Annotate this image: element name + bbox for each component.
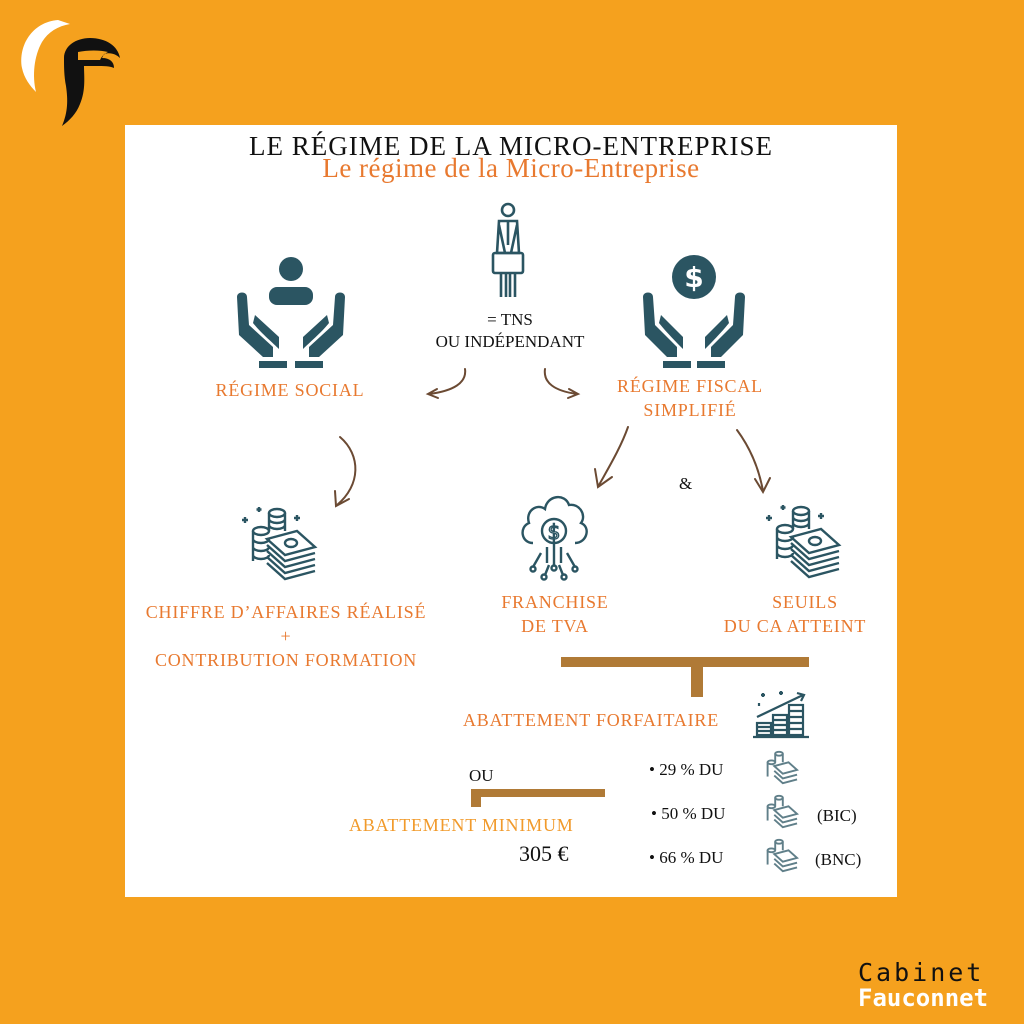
money-stack-coins-icon	[761, 499, 842, 588]
brand-name-line2: Fauconnet	[858, 984, 989, 1012]
seuils-label-line2: DU CA ATTEINT	[723, 616, 867, 636]
svg-text:$: $	[548, 520, 561, 544]
svg-text:$: $	[684, 261, 703, 294]
center-label-tns: = TNS	[487, 310, 533, 329]
money-stack-coins-icon	[759, 749, 800, 792]
hands-holding-dollar-icon: $	[639, 253, 749, 374]
rate-66-label: • 66 % DU	[649, 848, 724, 867]
franchise-label-line1: FRANCHISE	[501, 592, 609, 612]
money-stack-coins-icon	[237, 503, 318, 588]
and-connector: &	[679, 474, 693, 493]
falcon-f-logo-icon	[18, 16, 128, 136]
bic-tag: (BIC)	[817, 806, 857, 825]
hands-holding-person-icon	[233, 253, 349, 374]
money-stack-coins-icon	[759, 837, 800, 880]
l-bar-horizontal	[471, 789, 605, 797]
chiffre-affaires-label: CHIFFRE D’AFFAIRES RÉALISÉ	[145, 602, 427, 622]
abattement-minimum-label: ABATTEMENT MINIMUM	[349, 815, 574, 835]
page-subtitle: Le régime de la Micro-Entreprise	[322, 153, 700, 183]
brand-name-line1: Cabinet	[858, 958, 985, 987]
abattement-minimum-value: 305 €	[519, 841, 569, 866]
money-stack-coins-icon	[759, 793, 800, 836]
cloud-dollar-network-icon: $	[517, 487, 591, 592]
or-label: OU	[469, 766, 494, 785]
t-bar-horizontal	[561, 657, 809, 667]
plus-label: +	[280, 626, 292, 646]
seuils-label-line1: SEUILS	[772, 592, 838, 612]
t-bar-vertical	[691, 657, 703, 697]
page-title: LE RÉGIME DE LA MICRO-ENTREPRISE	[249, 131, 773, 161]
infographic-panel: LE RÉGIME DE LA MICRO-ENTREPRISE Le régi…	[125, 125, 897, 897]
center-label-independant: OU INDÉPENDANT	[435, 332, 585, 351]
growth-coins-chart-icon	[753, 687, 809, 744]
regime-fiscal-label-line1: RÉGIME FISCAL	[617, 376, 763, 396]
businessman-briefcase-icon	[485, 201, 531, 306]
abattement-forfaitaire-label: ABATTEMENT FORFAITAIRE	[463, 710, 719, 730]
l-bar-vertical	[471, 789, 481, 807]
franchise-label-line2: DE TVA	[521, 616, 589, 636]
bnc-tag: (BNC)	[815, 850, 862, 869]
regime-fiscal-label-line2: SIMPLIFIÉ	[643, 400, 737, 420]
rate-50-label: • 50 % DU	[651, 804, 726, 823]
rate-29-label: • 29 % DU	[649, 760, 724, 779]
flow-arrows	[334, 368, 771, 508]
regime-social-label: RÉGIME SOCIAL	[215, 380, 365, 400]
contribution-formation-label: CONTRIBUTION FORMATION	[154, 650, 418, 670]
